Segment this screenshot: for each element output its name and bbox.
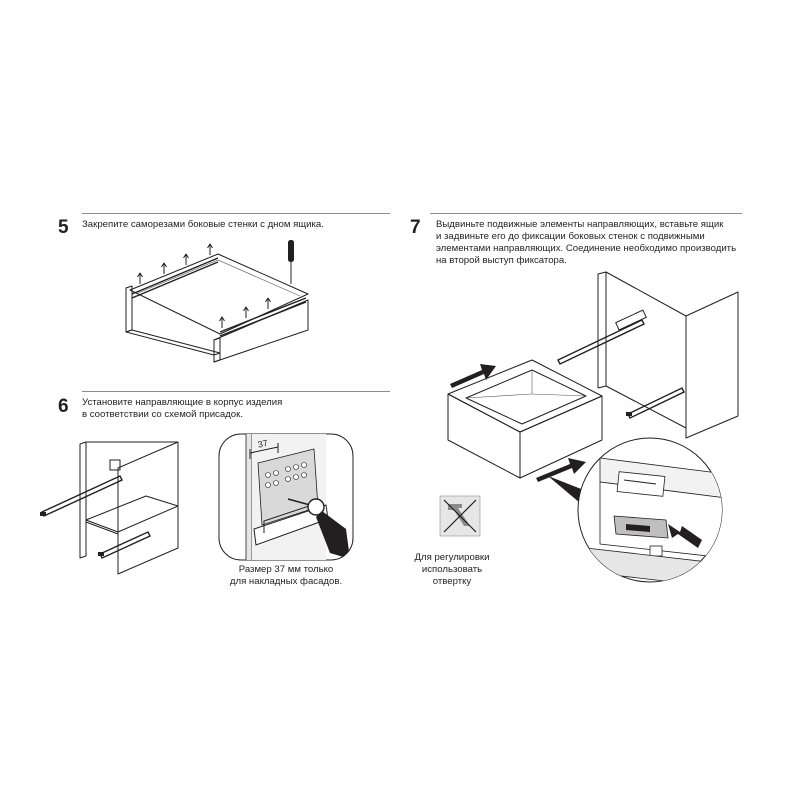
screwdriver-line-3: отвертку <box>432 576 472 587</box>
step-7-line-3: элементами направляющих. Соединение необ… <box>436 243 737 254</box>
screwdriver-line-2: использовать <box>421 564 483 575</box>
step-6-detail-illustration: 37 <box>218 433 354 561</box>
step-7-illustration <box>439 271 739 583</box>
step-7-text: Выдвиньте подвижные элементы направляющи… <box>436 219 736 267</box>
arrow-right-icon <box>536 458 586 482</box>
screwdriver-crossed-icon <box>439 495 481 537</box>
screwdriver-caption: Для регулировки использовать отвертку <box>402 552 502 588</box>
note-37-line-2: для накладных фасадов. <box>229 576 343 587</box>
step-5-text: Закрепите саморезами боковые стенки с дн… <box>82 219 324 231</box>
step-5-illustration <box>125 240 309 363</box>
screwdriver-icon <box>288 240 294 284</box>
step-7-line-2: и задвиньте его до фиксации боковых стен… <box>436 231 705 242</box>
step-7-line-1: Выдвиньте подвижные элементы направляющи… <box>436 219 724 230</box>
step-5-number: 5 <box>58 217 69 238</box>
step-7-rule <box>430 213 742 214</box>
step-6-text: Установите направляющие в корпус изделия… <box>82 397 282 421</box>
step-6-line-2: в соответствии со схемой присадок. <box>82 409 243 420</box>
step-6-rule <box>82 391 390 392</box>
screwdriver-line-1: Для регулировки <box>414 552 490 563</box>
step-5-line-1: Закрепите саморезами боковые стенки с дн… <box>82 219 324 230</box>
step-6-line-1: Установите направляющие в корпус изделия <box>82 397 283 408</box>
step-6-cabinet-illustration <box>40 441 179 575</box>
note-37-line-1: Размер 37 мм только <box>238 564 334 575</box>
step-7-line-4: на второй выступ фиксатора. <box>436 255 567 266</box>
step-5-rule <box>82 213 390 214</box>
note-37-caption: Размер 37 мм только для накладных фасадо… <box>214 564 358 588</box>
step-6-number: 6 <box>58 396 69 417</box>
dimension-37: 37 <box>257 438 269 450</box>
step-7-number: 7 <box>410 217 421 238</box>
arrow-right-icon <box>450 364 496 388</box>
